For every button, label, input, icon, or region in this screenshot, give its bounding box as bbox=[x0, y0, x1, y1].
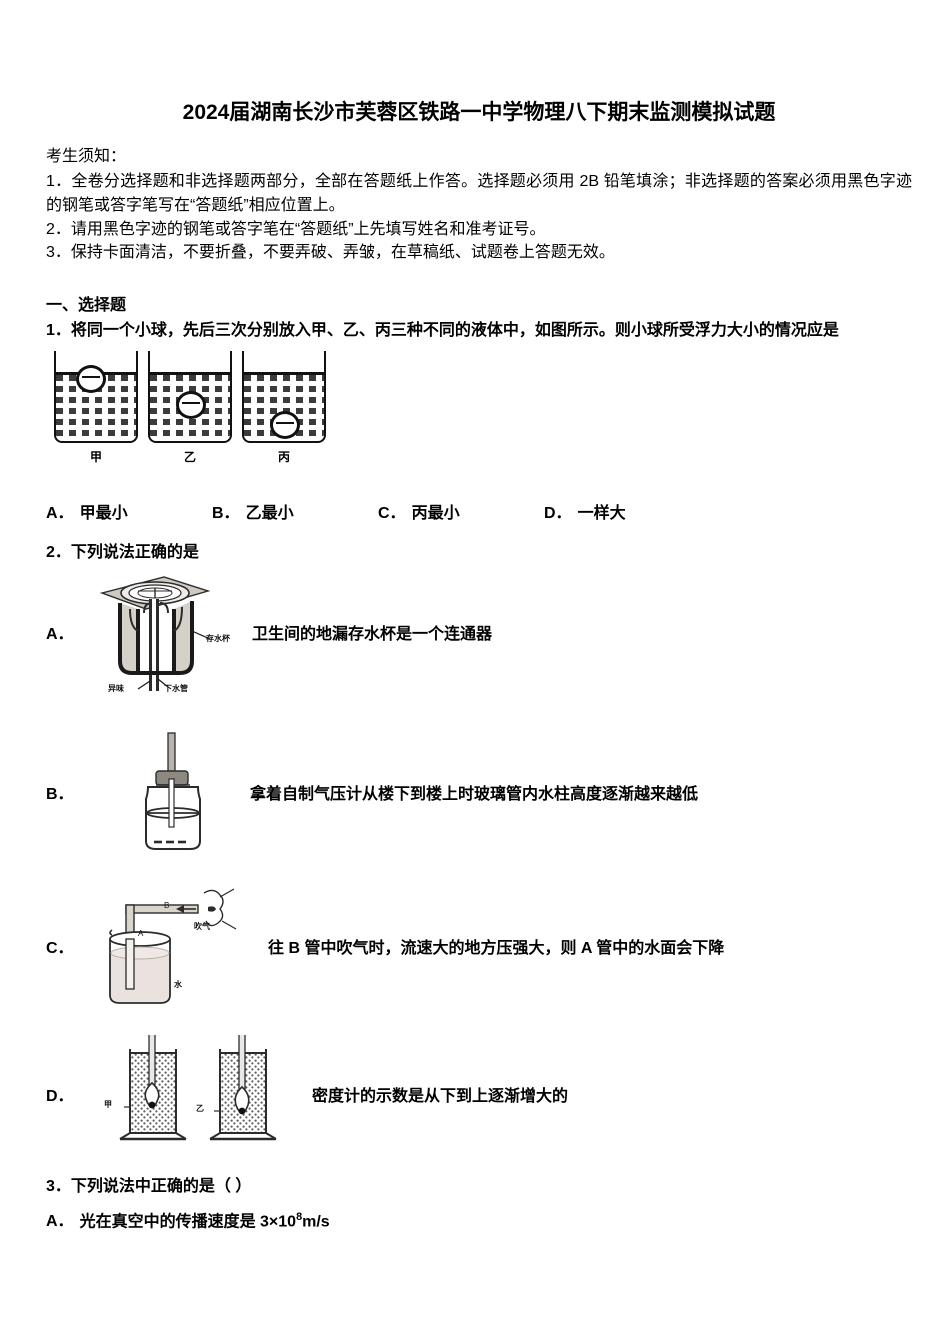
question-1-option-c[interactable]: C． 丙最小 bbox=[378, 499, 544, 523]
option-letter: D． bbox=[544, 505, 572, 523]
notice-item-1: 1．全卷分选择题和非选择题两部分，全部在答题纸上作答。选择题必须用 2B 铅笔填… bbox=[46, 173, 912, 215]
question-2-option-c[interactable]: C． bbox=[46, 883, 912, 1009]
option-text: 甲最小 bbox=[79, 505, 128, 523]
ball-icon bbox=[76, 365, 106, 394]
option-text: 拿着自制气压计从楼下到楼上时玻璃管内水柱高度逐渐越来越低 bbox=[250, 786, 699, 804]
notice-item-2: 2．请用黑色字迹的钢笔或答字笔在“答题纸”上先填写姓名和准考证号。 bbox=[46, 220, 546, 238]
question-2-option-d[interactable]: D． bbox=[46, 1026, 912, 1153]
notice-item-3: 3．保持卡面清洁，不要折叠，不要弄破、弄皱，在草稿纸、试题卷上答题无效。 bbox=[46, 244, 615, 262]
label-cylinder-yi: 乙 bbox=[196, 1104, 204, 1114]
option-text: 光在真空中的传播速度是 3×10 bbox=[79, 1213, 297, 1231]
question-2-number: 2． bbox=[46, 544, 71, 562]
question-1-figure-beakers: 甲 乙 丙 bbox=[54, 351, 326, 464]
question-1-option-a[interactable]: A． 甲最小 bbox=[46, 499, 212, 523]
hydrometer-figure: 甲 乙 bbox=[104, 1026, 290, 1153]
option-text-exponent: 8 bbox=[296, 1211, 303, 1224]
page-content: 2024届湖南长沙市芙蓉区铁路一中学物理八下期末监测模拟试题 考生须知： 1．全… bbox=[46, 100, 912, 1234]
question-1-number: 1． bbox=[46, 322, 71, 340]
blow-tube-figure: B A 吹气 水 bbox=[96, 883, 242, 1009]
beaker-caption-bing: 丙 bbox=[277, 450, 290, 465]
beaker-liquid-surface bbox=[150, 372, 230, 376]
notice-heading: 考生须知： bbox=[46, 148, 127, 166]
option-letter: C． bbox=[46, 940, 74, 958]
ball-icon bbox=[270, 411, 300, 440]
question-2-text: 下列说法正确的是 bbox=[70, 544, 199, 562]
question-3-number: 3． bbox=[46, 1178, 71, 1196]
question-1-stem: 1．将同一个小球，先后三次分别放入甲、乙、丙三种不同的液体中，如图所示。则小球所… bbox=[46, 319, 912, 343]
option-letter: A． bbox=[46, 505, 74, 523]
question-1-option-d[interactable]: D． 一样大 bbox=[544, 499, 710, 523]
label-tube-a: A bbox=[138, 929, 144, 939]
label-water: 水 bbox=[174, 980, 182, 990]
floor-drain-icon bbox=[99, 576, 211, 692]
option-text: 卫生间的地漏存水杯是一个连通器 bbox=[252, 626, 493, 644]
floor-drain-figure: 存水杯 异味 下水管 bbox=[80, 569, 230, 695]
beaker-bing: 丙 bbox=[242, 351, 326, 464]
option-text: 一样大 bbox=[577, 505, 626, 523]
question-3-text: 下列说法中正确的是（ ） bbox=[70, 1178, 252, 1196]
option-letter: B． bbox=[212, 505, 240, 523]
option-text: 往 B 管中吹气时，流速大的地方压强大，则 A 管中的水面会下降 bbox=[268, 940, 725, 958]
option-letter: A． bbox=[46, 626, 74, 644]
beaker-glass-icon bbox=[54, 351, 138, 444]
label-water-cup: 存水杯 bbox=[206, 634, 230, 644]
label-tube-b: B bbox=[164, 901, 170, 911]
question-1-options: A． 甲最小 B． 乙最小 C． 丙最小 D． 一样大 bbox=[46, 499, 912, 523]
beaker-caption-jia: 甲 bbox=[89, 450, 102, 465]
barometer-figure bbox=[118, 729, 236, 855]
page-title: 2024届湖南长沙市芙蓉区铁路一中学物理八下期末监测模拟试题 bbox=[182, 101, 776, 124]
option-text-unit: m/s bbox=[302, 1213, 330, 1231]
beaker-glass-icon bbox=[148, 351, 232, 444]
question-1-option-b[interactable]: B． 乙最小 bbox=[212, 499, 378, 523]
option-text: 丙最小 bbox=[411, 505, 460, 523]
option-text: 密度计的示数是从下到上逐渐增大的 bbox=[312, 1088, 569, 1106]
option-letter: C． bbox=[378, 505, 406, 523]
beaker-blow-tube-icon bbox=[109, 888, 237, 1004]
question-2-option-b[interactable]: B． bbox=[46, 729, 912, 855]
beaker-glass-icon bbox=[242, 351, 326, 444]
barometer-bottle-icon bbox=[145, 732, 201, 851]
label-drain-pipe: 下水管 bbox=[164, 684, 188, 694]
ball-icon bbox=[176, 391, 206, 420]
label-cylinder-jia: 甲 bbox=[104, 1100, 112, 1110]
beaker-liquid-surface bbox=[244, 372, 324, 376]
beaker-caption-yi: 乙 bbox=[183, 450, 196, 465]
option-letter: D． bbox=[46, 1088, 74, 1106]
option-letter: B． bbox=[46, 786, 74, 804]
option-letter: A． bbox=[46, 1213, 74, 1231]
label-blow-air: 吹气 bbox=[194, 922, 210, 932]
question-2-option-a[interactable]: A． bbox=[46, 569, 912, 695]
question-2-stem: 2．下列说法正确的是 bbox=[46, 541, 912, 565]
section-title-choice: 一、选择题 bbox=[46, 297, 127, 315]
question-3-option-a[interactable]: A． 光在真空中的传播速度是 3×108m/s bbox=[46, 1209, 912, 1234]
option-text: 乙最小 bbox=[245, 505, 294, 523]
hydrometers-icon bbox=[119, 1026, 277, 1141]
beaker-yi: 乙 bbox=[148, 351, 232, 464]
label-odor: 异味 bbox=[108, 684, 124, 694]
beaker-jia: 甲 bbox=[54, 351, 138, 464]
question-1-text: 将同一个小球，先后三次分别放入甲、乙、丙三种不同的液体中，如图所示。则小球所受浮… bbox=[70, 322, 839, 340]
question-3-stem: 3．下列说法中正确的是（ ） bbox=[46, 1175, 912, 1199]
